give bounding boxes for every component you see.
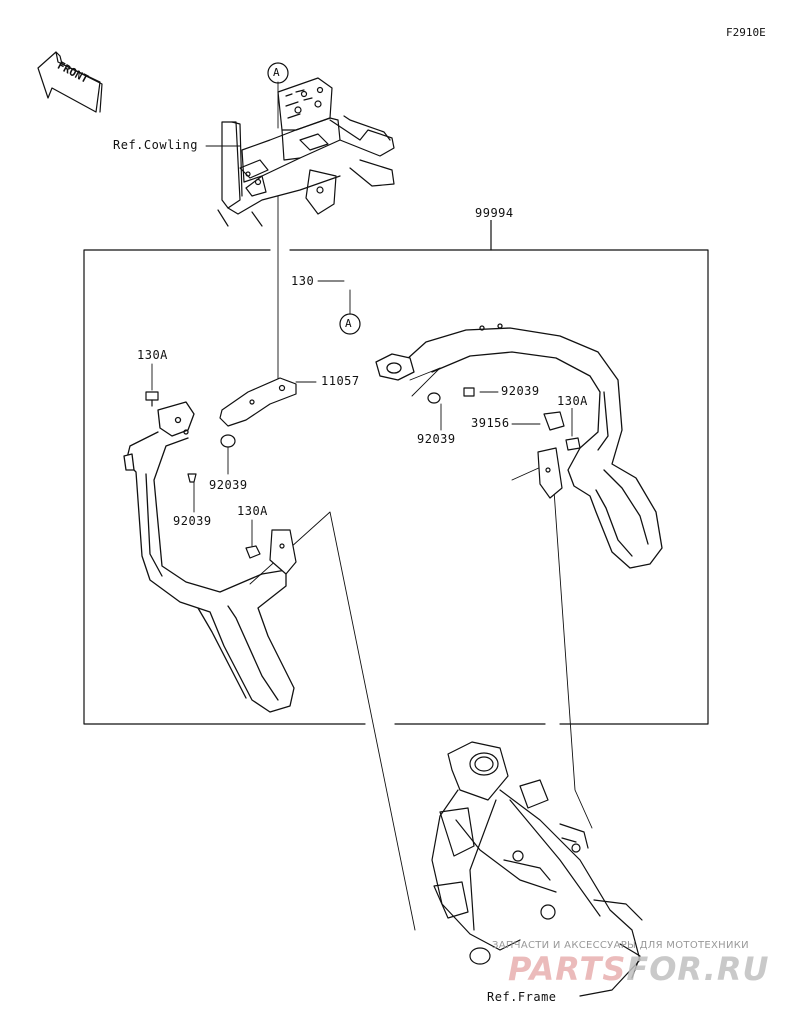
ref-frame-label: Ref.Frame [486, 990, 558, 1004]
front-label-icon: FRONT [55, 59, 91, 86]
cap-92039-left-a-label: 92039 [208, 478, 249, 492]
cap-92039-right-a-label: 92039 [500, 384, 541, 398]
left-guard-bar [123, 401, 295, 713]
left-fasteners [145, 391, 297, 575]
watermark-subtitle: ЗАПЧАСТИ И АКСЕССУАРЫ ДЛЯ МОТОТЕХНИКИ [492, 940, 749, 951]
bolt-130a-left-top-label: 130A [136, 348, 169, 362]
bolt-130a-right-label: 130A [556, 394, 589, 408]
frame-drawing [431, 741, 643, 997]
ref-cowling-label: Ref.Cowling [112, 138, 199, 152]
watermark-brand-part2: FOR.RU [626, 950, 770, 988]
bracket-11057-drawing [219, 377, 297, 427]
cap-92039-right-b-label: 92039 [416, 432, 457, 446]
cowling-bracket-drawing [217, 77, 395, 227]
bolt-130-label: 130 [290, 274, 316, 288]
callout-a-mid: A [345, 317, 353, 330]
cap-92039-left-b-label: 92039 [172, 514, 213, 528]
right-fasteners [427, 387, 581, 499]
callout-a-top: A [273, 66, 281, 79]
assembly-number-label: 99994 [474, 206, 515, 220]
front-arrow-icon [37, 51, 103, 113]
clamp-39156-label: 39156 [470, 416, 511, 430]
front-label: FRONT [55, 59, 91, 86]
bracket-11057-label: 11057 [320, 374, 361, 388]
right-guard-bar [375, 323, 663, 569]
watermark-brand-part1: PARTS [508, 950, 627, 988]
bolt-130a-left-low-label: 130A [236, 504, 269, 518]
watermark-logo: PARTSFOR.RU [508, 950, 769, 988]
assembly-outline [83, 217, 709, 725]
callout-circles [267, 62, 361, 335]
figure-code: F2910E [726, 26, 766, 39]
